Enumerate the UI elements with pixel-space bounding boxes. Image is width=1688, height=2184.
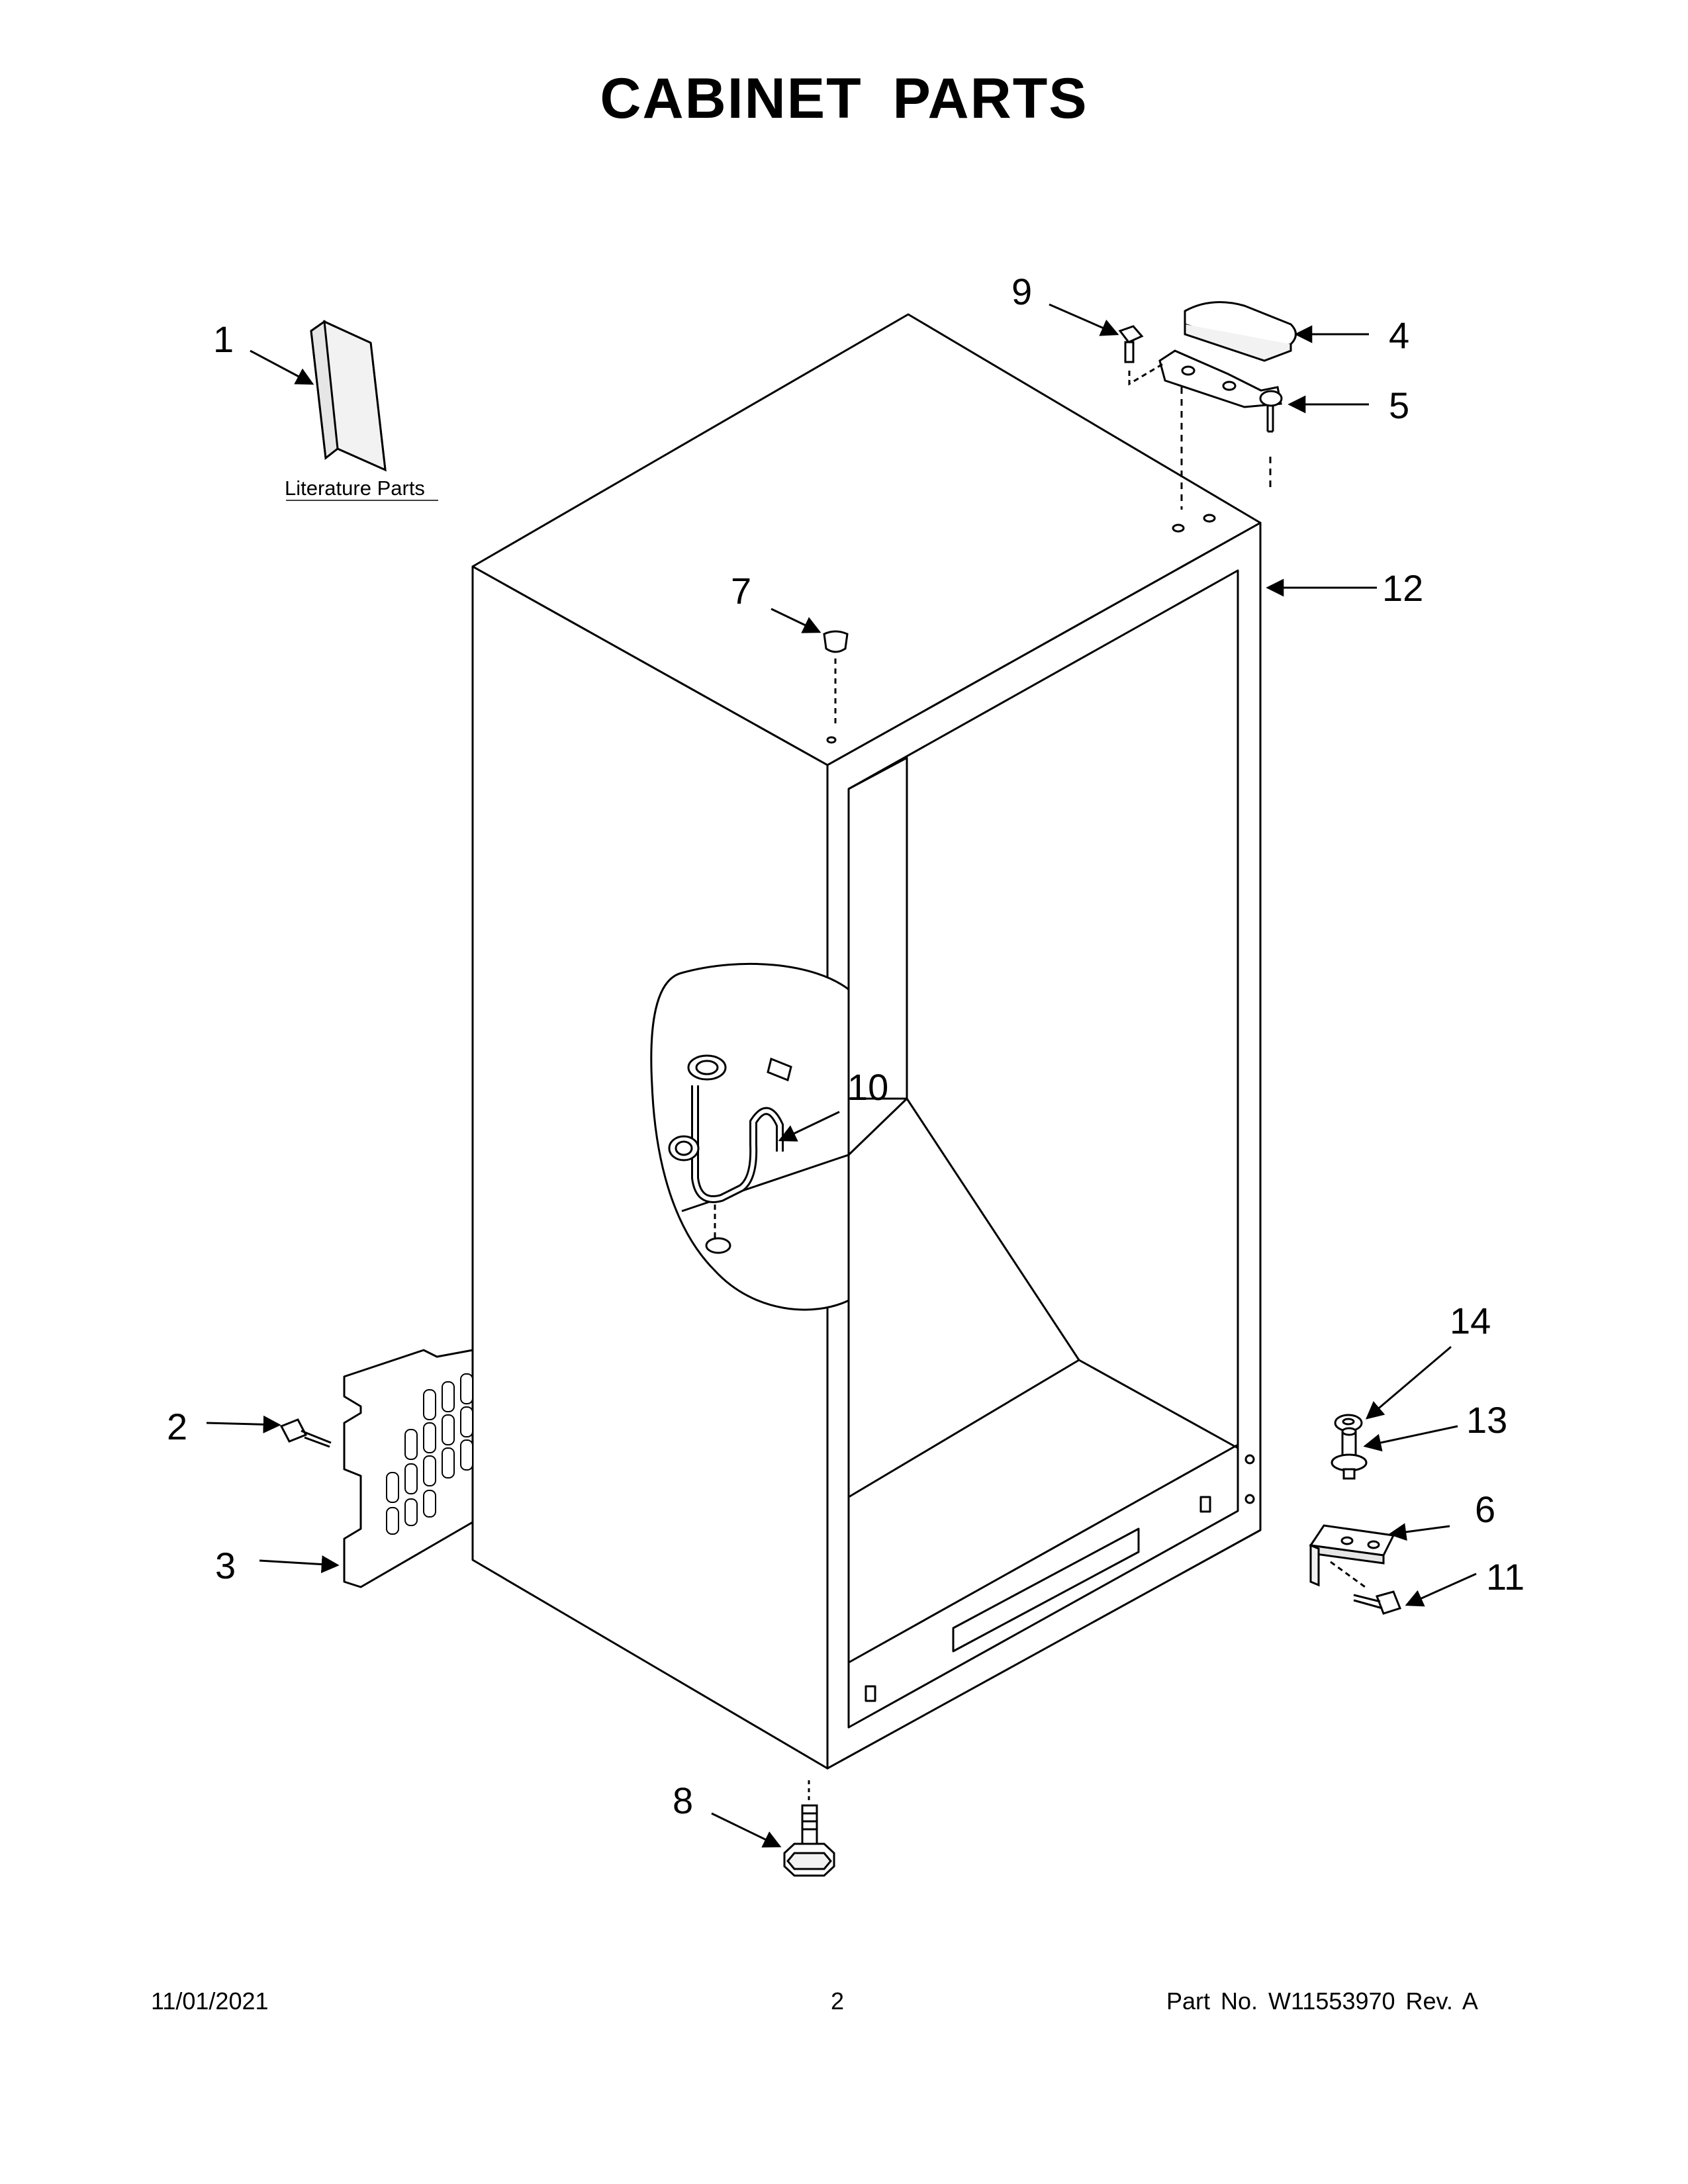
callout-10: 10 <box>847 1066 888 1108</box>
footer-page-number: 2 <box>831 1987 845 2015</box>
page-title: CABINET PARTS <box>600 67 1088 130</box>
hinge-screw-illustration <box>1118 325 1166 386</box>
callout-12: 12 <box>1382 567 1423 609</box>
bottom-hinge-illustration <box>1309 1524 1395 1587</box>
leader-arrow-8 <box>711 1812 782 1848</box>
leveling-leg-illustration <box>783 1780 835 1877</box>
leader-arrow-14 <box>1365 1345 1452 1420</box>
bottom-hinge-screw-illustration <box>1330 1561 1401 1615</box>
leader-arrow-7 <box>771 608 821 633</box>
literature-parts-illustration <box>310 320 387 472</box>
leader-arrow-9 <box>1049 303 1119 336</box>
callout-14: 14 <box>1450 1300 1491 1342</box>
callout-5: 5 <box>1389 385 1409 426</box>
callout-8: 8 <box>673 1780 693 1821</box>
leader-arrow-10 <box>778 1111 840 1142</box>
callout-2: 2 <box>167 1406 187 1447</box>
leader-arrow-1 <box>250 349 314 385</box>
leader-arrow-13 <box>1363 1425 1458 1452</box>
bottom-hinge-pin-illustration <box>1331 1427 1368 1480</box>
callout-13: 13 <box>1466 1399 1507 1441</box>
leader-arrow-6 <box>1388 1523 1450 1541</box>
rear-access-panel-illustration <box>343 1349 474 1588</box>
cabinet-shell-illustration <box>471 313 1262 1770</box>
callout-9: 9 <box>1011 271 1032 312</box>
callout-4: 4 <box>1389 314 1409 356</box>
panel-screw-illustration <box>279 1418 332 1448</box>
leader-arrows <box>206 303 1477 1848</box>
drain-cutaway-illustration <box>650 962 908 1311</box>
hole-plug-illustration <box>823 630 849 728</box>
literature-parts-label: Literature Parts <box>285 477 425 500</box>
leader-arrow-2 <box>206 1415 281 1433</box>
callout-7: 7 <box>731 570 751 612</box>
callout-3: 3 <box>215 1545 236 1586</box>
top-hinge-illustration <box>1158 349 1283 510</box>
hinge-cover-illustration <box>1184 301 1297 362</box>
footer-part-number: Part No. W11553970 Rev. A <box>1166 1987 1478 2015</box>
leader-arrow-3 <box>259 1555 340 1574</box>
callout-6: 6 <box>1475 1488 1495 1530</box>
leader-arrow-11 <box>1405 1572 1477 1607</box>
callout-11: 11 <box>1486 1556 1524 1598</box>
footer-date: 11/01/2021 <box>151 1987 269 2015</box>
callout-1: 1 <box>213 318 234 360</box>
